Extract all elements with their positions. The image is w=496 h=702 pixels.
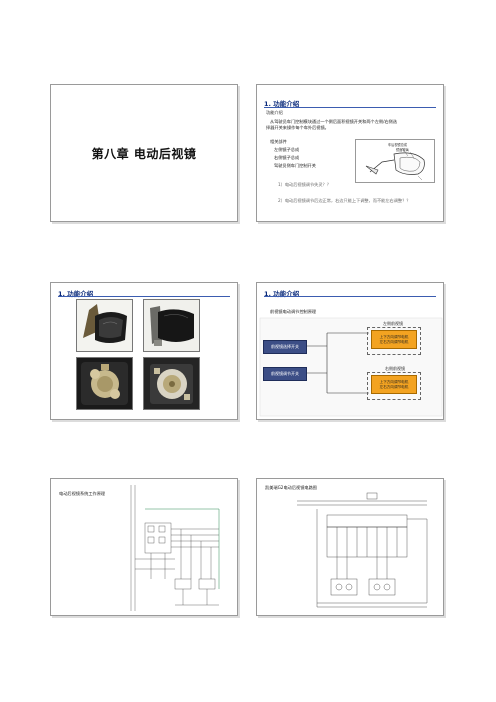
mirror-cover-icon <box>144 300 199 351</box>
left-mirror-motors: 上下方向调节电机 左右方向调节电机 <box>371 330 417 349</box>
section-title: 1. 功能介绍 <box>264 290 300 298</box>
mirror-housing-icon <box>77 300 132 351</box>
title-rule <box>58 296 230 297</box>
section-title: 1. 功能介绍 <box>58 290 94 298</box>
right-mirror-motors: 上下方向调节电机 左右方向调节电机 <box>371 375 417 394</box>
motor-internal-photo <box>143 357 200 410</box>
chapter-title: 第八章 电动后视镜 <box>91 147 197 161</box>
intro-line-2: 择器开关来操作每个车外后视镜。 <box>266 125 329 130</box>
subtitle: 前视镜电动调节控制原理 <box>270 309 317 314</box>
question-1: 1）电动后视镜调节失灵？？ <box>278 182 331 187</box>
left-motor-leftright: 左右方向调节电机 <box>379 339 409 344</box>
slide-system-schematic: 电动后视镜系统工作原理 <box>50 478 238 616</box>
selector-switch-box: 前视镜选择开关 <box>263 340 307 354</box>
slide-function-intro: 1. 功能介绍 功能介绍 从驾驶员车门控制模块通过一个倒后面积视镜开关和两个左侧… <box>256 84 444 222</box>
circuit-diagram-icon <box>297 492 428 608</box>
intro-line-1: 从驾驶员车门控制模块通过一个倒后面积视镜开关和两个左侧/右侧选 <box>270 119 398 124</box>
slide-circuit-diagram: 凯美瑞G2电动后视镜电路图 <box>256 478 444 616</box>
right-motor-leftright: 左右方向调节电机 <box>379 384 409 389</box>
mirror-motor-photo <box>76 357 133 410</box>
parts-heading: 相关部件 <box>270 139 287 144</box>
figure-label-assembly: 车后视镜总成 <box>388 143 408 147</box>
wiring-schematic-icon <box>130 485 220 611</box>
slide-chapter-title: 第八章 电动后视镜 <box>50 84 238 222</box>
right-mirror-label: 右侧前视镜 <box>385 366 405 371</box>
slide-component-photos: 1. 功能介绍 <box>50 282 238 420</box>
left-mirror-group <box>367 327 421 355</box>
section-title: 1. 功能介绍 <box>264 100 300 108</box>
circuit-label: 凯美瑞G2电动后视镜电路图 <box>265 485 317 490</box>
adjust-switch-box: 前视镜调节开关 <box>263 367 307 381</box>
part-item: 左侧镜子总成 <box>274 147 300 152</box>
right-motor-updown: 上下方向调节电机 <box>379 380 409 385</box>
question-2: 2）电动后视镜调节后边正常，右边只能上下调整，而不能左右调整？？ <box>278 198 411 203</box>
title-rule <box>264 107 436 108</box>
motor-internal-icon <box>144 358 199 409</box>
subtitle: 功能介绍 <box>266 110 283 115</box>
mirror-drawing-icon <box>365 147 425 181</box>
title-rule <box>264 296 436 297</box>
left-mirror-label: 左侧前视镜 <box>383 321 403 326</box>
part-item: 右侧镜子总成 <box>274 155 300 160</box>
part-item: 驾驶员侧车门控制开关 <box>274 163 316 168</box>
figure-label-glass: 镜面玻璃 <box>396 148 409 152</box>
mirror-assembly-photo <box>76 299 133 352</box>
mirror-figure: 车后视镜总成 镜面玻璃 <box>355 139 435 183</box>
slide-control-principle: 1. 功能介绍 前视镜电动调节控制原理 前视镜选择开关 前视镜调节开关 左侧前视… <box>256 282 444 420</box>
mirror-back-photo <box>143 299 200 352</box>
motor-gear-icon <box>77 358 132 409</box>
schematic-label: 电动后视镜系统工作原理 <box>59 491 106 496</box>
left-motor-updown: 上下方向调节电机 <box>379 335 409 340</box>
right-mirror-group <box>367 372 421 400</box>
